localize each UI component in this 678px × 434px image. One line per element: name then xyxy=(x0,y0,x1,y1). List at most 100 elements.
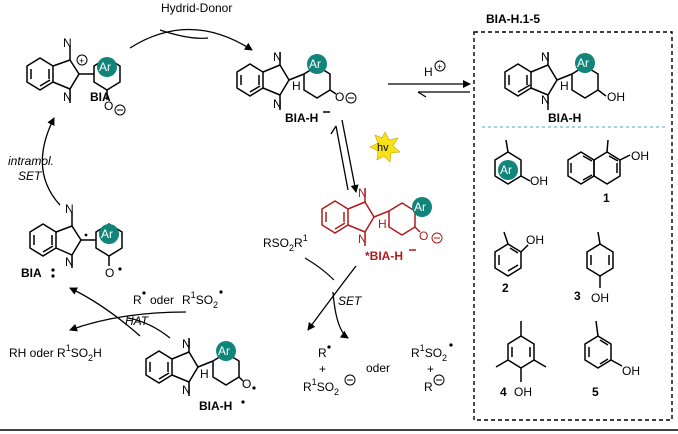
n-label: N xyxy=(273,97,282,111)
h-label: H xyxy=(560,79,569,93)
excitation-arrow xyxy=(341,119,359,193)
h-label: H xyxy=(292,79,301,93)
n-label: N xyxy=(358,232,367,246)
compound-number-3: 3 xyxy=(574,289,581,303)
o-minus-label: O xyxy=(335,90,344,104)
ar-group-circle xyxy=(498,160,518,180)
n-label: N xyxy=(182,383,191,397)
oh-label: OH xyxy=(622,364,640,378)
set-label: SET xyxy=(18,169,43,183)
plus-label: + xyxy=(427,362,434,376)
fragment-arrow xyxy=(332,291,349,339)
compound-number-5: 5 xyxy=(592,385,599,399)
hat-hook xyxy=(127,317,171,339)
bia-h-library-box xyxy=(473,31,673,421)
reagent-hook xyxy=(304,257,335,281)
n-label: N xyxy=(358,186,367,200)
n-label: N xyxy=(65,255,74,269)
generic-aroh-structure xyxy=(494,139,531,185)
bia-h-box-title: BIA-H.1-5 xyxy=(486,12,540,26)
ar-label: Ar xyxy=(101,227,113,241)
oh-label: OH xyxy=(514,385,532,399)
sulfonyl-radical-label: R1SO2 xyxy=(411,343,447,363)
ar-group-circle xyxy=(307,54,327,74)
radical-dot xyxy=(449,343,453,347)
ar-label: Ar xyxy=(99,60,111,74)
radical-dot xyxy=(142,291,146,295)
return-arrow xyxy=(69,287,141,337)
hat-product-label: RH oder R1SO2H xyxy=(9,343,102,363)
radical-dot xyxy=(252,386,256,390)
radical-r-label: R xyxy=(133,293,142,307)
naphthol-structure xyxy=(567,139,631,185)
bia-h-radical-label: BIA-H xyxy=(199,399,232,413)
radical-dot xyxy=(51,268,55,272)
plus-sign: + xyxy=(437,62,442,72)
n-label: N xyxy=(182,337,191,351)
hydrid-donor-label: Hydrid-Donor xyxy=(161,1,232,15)
negative-charge-icon xyxy=(345,92,357,104)
oh-label: OH xyxy=(631,149,649,163)
bia-radical-structure xyxy=(29,212,123,268)
compound-number-2: 2 xyxy=(502,281,509,295)
ar-label: Ar xyxy=(414,200,426,214)
o-minus-label: O xyxy=(419,229,428,243)
o-radical-label: O xyxy=(242,377,251,391)
hydride-transfer-arrow xyxy=(129,28,253,51)
h-label: H xyxy=(378,217,387,231)
plus-sign: + xyxy=(79,56,84,66)
oder-label: oder xyxy=(150,293,174,307)
bia-label: BIA xyxy=(90,90,111,104)
hydride-donor-hook xyxy=(159,29,209,39)
hat-label: HAT xyxy=(125,314,150,328)
h-plus-label: H xyxy=(424,65,433,79)
radical-r-label: R xyxy=(318,346,327,360)
plus-label: + xyxy=(319,362,326,376)
radical-dot xyxy=(51,274,55,278)
o-minus-label: O xyxy=(104,99,113,113)
negative-charge-icon xyxy=(431,232,443,244)
n-label: N xyxy=(63,90,72,104)
positive-charge-icon xyxy=(434,60,446,72)
n-label: N xyxy=(273,50,282,64)
n-label: N xyxy=(541,50,550,64)
ar-label: Ar xyxy=(577,56,589,70)
bia-radical-label: BIA xyxy=(21,266,42,280)
n-label: N xyxy=(65,202,74,216)
n-label: N xyxy=(63,36,72,50)
bia-structure xyxy=(26,46,121,103)
o-radical-label: O xyxy=(105,266,114,280)
negative-charge-icon xyxy=(433,374,445,386)
ar-group-circle xyxy=(575,53,595,73)
radical-dot xyxy=(241,400,245,404)
radical-dot xyxy=(327,345,331,349)
set-arrow xyxy=(307,265,357,331)
oder-label: oder xyxy=(366,361,390,375)
ar-group-circle xyxy=(412,197,432,217)
negative-charge-icon xyxy=(344,374,356,386)
relaxation-arrow xyxy=(335,125,349,191)
radical-dot xyxy=(219,290,223,294)
oh-label: OH xyxy=(591,291,609,305)
sulfonyl-radical-label: R1SO2 xyxy=(182,290,218,310)
ar-group-circle xyxy=(216,341,236,361)
h-label: H xyxy=(200,367,209,381)
positive-charge-icon xyxy=(76,54,88,66)
para-phenol-structure xyxy=(586,231,614,288)
radical-dot xyxy=(118,267,122,271)
oh-label: OH xyxy=(530,174,548,188)
dimethylphenol-structure xyxy=(495,321,547,382)
bia-h-label: BIA-H xyxy=(548,111,581,125)
excited-bia-h-structure xyxy=(321,188,421,246)
negative-charge-icon xyxy=(114,104,126,116)
sulfinate-label: R1SO2 xyxy=(303,377,339,397)
bia-h-anion-structure xyxy=(236,52,337,110)
light-burst-icon xyxy=(369,131,401,163)
compound-number-4: 4 xyxy=(500,385,507,399)
bia-h-anion-label: BIA-H xyxy=(285,111,318,125)
sulfone-reagent-label: RSO2R1 xyxy=(263,233,308,253)
bia-h-radical-structure xyxy=(145,338,244,396)
oh-label: OH xyxy=(607,90,625,104)
